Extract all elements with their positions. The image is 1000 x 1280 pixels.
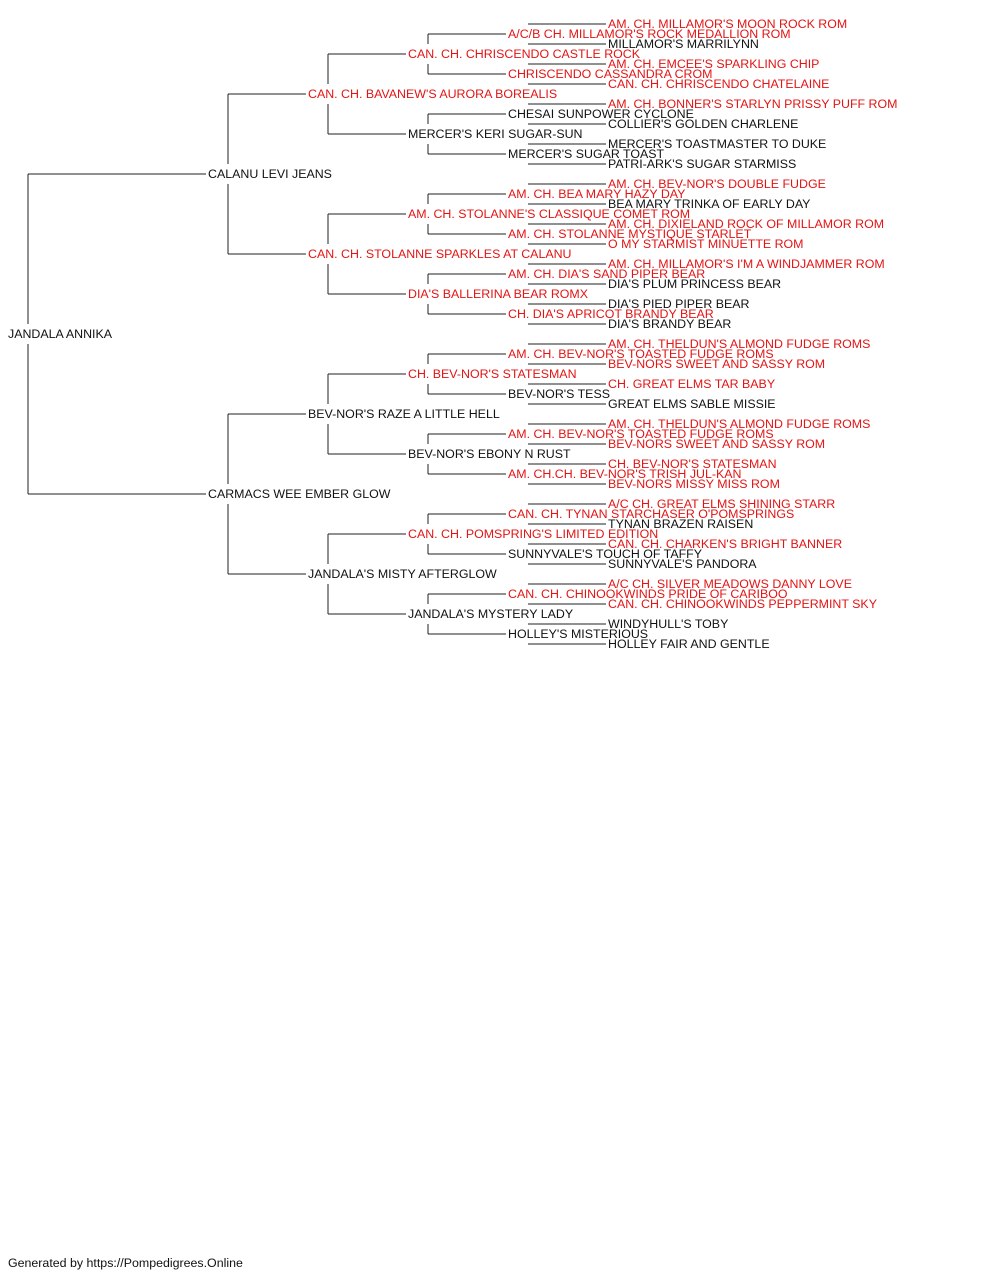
ancestor-name: CHESAI SUNPOWER CYCLONE [508, 107, 694, 121]
ancestor-name: CAN. CH. TYNAN STARCHASER O'POMSPRINGS [508, 507, 794, 521]
ancestor-name: JANDALA'S MYSTERY LADY [408, 607, 573, 621]
ancestor-name: DIA'S PIED PIPER BEAR [608, 297, 750, 311]
ancestor-name: AM. CH. BEV-NOR'S TOASTED FUDGE ROMS [508, 347, 774, 361]
ancestor-name: CAN. CH. STOLANNE SPARKLES AT CALANU [308, 247, 572, 261]
ancestor-name: CARMACS WEE EMBER GLOW [208, 487, 391, 501]
ancestor-name: AM. CH. DIA'S SAND PIPER BEAR [508, 267, 705, 281]
ancestor-name: DIA'S BALLERINA BEAR ROMX [408, 287, 588, 301]
ancestor-name: AM. CH. BONNER'S STARLYN PRISSY PUFF ROM [608, 97, 897, 111]
ancestor-name: TYNAN BRAZEN RAISEN [608, 517, 753, 531]
ancestor-name: SUNNYVALE'S TOUCH OF TAFFY [508, 547, 702, 561]
ancestor-name: AM. CH. MILLAMOR'S MOON ROCK ROM [608, 17, 847, 31]
ancestor-name: BEV-NOR'S EBONY N RUST [408, 447, 571, 461]
ancestor-name: CAN. CH. POMSPRING'S LIMITED EDITION [408, 527, 658, 541]
ancestor-name: AM. CH. BEA MARY HAZY DAY [508, 187, 685, 201]
ancestor-name: BEV-NOR'S TESS [508, 387, 610, 401]
subject-dog-name: JANDALA ANNIKA [8, 327, 113, 341]
ancestor-name: AM. CH. THELDUN'S ALMOND FUDGE ROMS [608, 417, 870, 431]
ancestor-name: MILLAMOR'S MARRILYNN [608, 37, 759, 51]
ancestor-name: HOLLEY FAIR AND GENTLE [608, 637, 770, 651]
ancestor-name: AM. CH. EMCEE'S SPARKLING CHIP [608, 57, 819, 71]
ancestor-name: AM. CH. STOLANNE'S CLASSIQUE COMET ROM [408, 207, 690, 221]
ancestor-name: O MY STARMIST MINUETTE ROM [608, 237, 804, 251]
ancestor-name: CH. GREAT ELMS TAR BABY [608, 377, 775, 391]
ancestor-name: CALANU LEVI JEANS [208, 167, 332, 181]
ancestor-name: A/C CH. GREAT ELMS SHINING STARR [608, 497, 835, 511]
ancestor-name: CHRISCENDO CASSANDRA CROM [508, 67, 712, 81]
ancestor-name: JANDALA'S MISTY AFTERGLOW [308, 567, 497, 581]
ancestor-name: AM. CH. MILLAMOR'S I'M A WINDJAMMER ROM [608, 257, 885, 271]
ancestor-name: BEA MARY TRINKA OF EARLY DAY [608, 197, 810, 211]
ancestor-name: CAN. CH. CHRISCENDO CHATELAINE [608, 77, 829, 91]
ancestor-name: COLLIER'S GOLDEN CHARLENE [608, 117, 798, 131]
ancestor-name: AM. CH. STOLANNE MYSTIQUE STARLET [508, 227, 752, 241]
ancestor-name: GREAT ELMS SABLE MISSIE [608, 397, 776, 411]
ancestor-name: DIA'S PLUM PRINCESS BEAR [608, 277, 781, 291]
ancestor-name: CH. BEV-NOR'S STATESMAN [408, 367, 577, 381]
ancestor-name: BEV-NORS MISSY MISS ROM [608, 477, 780, 491]
ancestor-name: WINDYHULL'S TOBY [608, 617, 728, 631]
ancestor-name: MERCER'S KERI SUGAR-SUN [408, 127, 582, 141]
ancestor-name: MERCER'S TOASTMASTER TO DUKE [608, 137, 826, 151]
ancestor-name: BEV-NORS SWEET AND SASSY ROM [608, 357, 825, 371]
ancestor-name: AM. CH. THELDUN'S ALMOND FUDGE ROMS [608, 337, 870, 351]
ancestor-name: BEV-NORS SWEET AND SASSY ROM [608, 437, 825, 451]
ancestor-name: CAN. CH. CHINOOKWINDS PEPPERMINT SKY [608, 597, 877, 611]
ancestor-name: HOLLEY'S MISTERIOUS [508, 627, 648, 641]
ancestor-name: AM. CH. BEV-NOR'S TOASTED FUDGE ROMS [508, 427, 774, 441]
ancestor-name: DIA'S BRANDY BEAR [608, 317, 731, 331]
ancestor-name: AM. CH. BEV-NOR'S DOUBLE FUDGE [608, 177, 826, 191]
ancestor-name: SUNNYVALE'S PANDORA [608, 557, 757, 571]
ancestor-name: CAN. CH. BAVANEW'S AURORA BOREALIS [308, 87, 557, 101]
footer-credit: Generated by https://Pompedigrees.Online [8, 1256, 243, 1270]
ancestor-name: AM. CH.CH. BEV-NOR'S TRISH JUL-KAN [508, 467, 741, 481]
ancestor-name: CAN. CH. CHINOOKWINDS PRIDE OF CARIBOO [508, 587, 788, 601]
ancestor-name: BEV-NOR'S RAZE A LITTLE HELL [308, 407, 500, 421]
ancestor-name: AM. CH. DIXIELAND ROCK OF MILLAMOR ROM [608, 217, 884, 231]
ancestor-name: CAN. CH. CHARKEN'S BRIGHT BANNER [608, 537, 842, 551]
ancestor-name: A/C/B CH. MILLAMOR'S ROCK MEDALLION ROM [508, 27, 791, 41]
ancestor-name: CAN. CH. CHRISCENDO CASTLE ROCK [408, 47, 641, 61]
ancestor-name: CH. DIA'S APRICOT BRANDY BEAR [508, 307, 714, 321]
ancestor-name: A/C CH. SILVER MEADOWS DANNY LOVE [608, 577, 852, 591]
ancestor-name: CH. BEV-NOR'S STATESMAN [608, 457, 777, 471]
ancestor-name: PATRI-ARK'S SUGAR STARMISS [608, 157, 796, 171]
ancestor-name: MERCER'S SUGAR TOAST [508, 147, 665, 161]
